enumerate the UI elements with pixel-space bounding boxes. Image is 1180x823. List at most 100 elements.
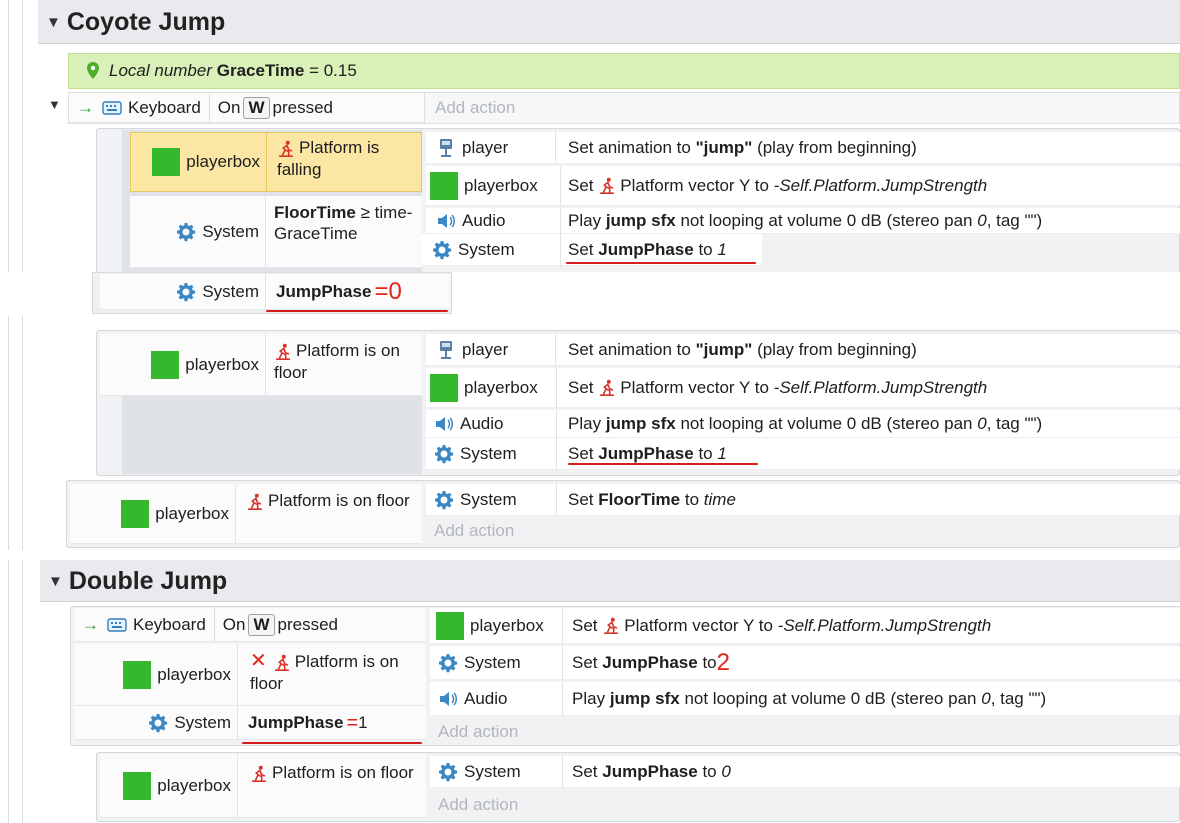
action-text: Set animation to: [568, 340, 691, 359]
keyboard-icon: [107, 617, 127, 632]
action-set-platform-vector[interactable]: playerbox Set Platform vector Y to -Self…: [426, 166, 1180, 206]
action-text: to: [702, 762, 717, 781]
condition-platform-on-floor[interactable]: playerbox Platform is on floor: [70, 484, 422, 544]
action-play-sound[interactable]: Audio Play jump sfx not looping at volum…: [426, 208, 1180, 234]
action-set-platform-vector[interactable]: playerbox Set Platform vector Y to -Self…: [430, 608, 1180, 644]
platformer-runner-icon: [247, 493, 263, 510]
local-variable-row[interactable]: Local number GraceTime = 0.15: [68, 53, 1180, 89]
gear-icon: [433, 241, 452, 260]
object-audio: Audio: [460, 414, 504, 433]
object-player: player: [462, 138, 509, 157]
gear-icon: [177, 223, 196, 242]
collapse-triangle-icon[interactable]: ▼: [46, 13, 61, 31]
value: 1: [717, 444, 727, 463]
condition-platform-falling[interactable]: playerbox Platform is falling: [130, 132, 422, 192]
condition-text: Platform is on floor: [268, 491, 410, 510]
action-text: Set animation to: [568, 138, 691, 157]
object-system: System: [202, 222, 259, 241]
condition-floortime[interactable]: System FloorTime ≥ time-GraceTime: [130, 196, 422, 268]
action-text: to: [702, 653, 717, 672]
action-text: to: [684, 490, 700, 509]
action-set-animation[interactable]: player Set animation to "jump" (play fro…: [426, 132, 1180, 164]
condition-platform-on-floor[interactable]: playerbox Platform is on floor: [100, 754, 426, 818]
key-w-badge: W: [248, 613, 275, 636]
platformer-runner-icon: [278, 140, 294, 157]
object-player: player: [462, 340, 509, 359]
add-action-link[interactable]: Add action: [438, 722, 519, 741]
event-keyboard-w[interactable]: → Keyboard On W pressed Add action: [68, 92, 1180, 124]
condition-keyboard-pressed[interactable]: → Keyboard On W pressed: [74, 607, 426, 642]
collapse-triangle-icon[interactable]: ▼: [48, 97, 61, 112]
playerbox-swatch-icon: [430, 172, 458, 200]
variable-jumpphase: JumpPhase: [248, 713, 344, 732]
action-text: Set: [572, 653, 598, 672]
handwritten-annotation: =: [346, 712, 359, 734]
pan-value: 0: [977, 211, 987, 230]
action-set-animation[interactable]: player Set animation to "jump" (play fro…: [426, 334, 1180, 366]
sound-name: jump sfx: [605, 211, 676, 230]
action-set-jumpphase[interactable]: System Set JumpPhase to 1: [422, 234, 762, 266]
action-text: Set: [572, 762, 598, 781]
condition-jumpphase-zero[interactable]: System JumpPhase =0: [100, 274, 450, 310]
condition-platform-on-floor[interactable]: playerbox Platform is on floor: [100, 334, 422, 396]
platformer-runner-icon: [604, 617, 619, 635]
variable-jumpphase: JumpPhase: [598, 444, 694, 463]
variable-floortime: FloorTime: [598, 490, 681, 509]
condition-jumpphase-one[interactable]: System JumpPhase = 1: [74, 706, 426, 740]
value: 1: [717, 240, 727, 259]
playerbox-swatch-icon: [152, 148, 181, 176]
sprite-icon: [440, 139, 452, 157]
separator: [0, 550, 1180, 560]
action-set-platform-vector[interactable]: playerbox Set Platform vector Y to -Self…: [426, 368, 1180, 408]
collapse-triangle-icon[interactable]: ▼: [48, 572, 63, 590]
action-text: not looping at volume 0 dB (stereo pan: [680, 211, 973, 230]
object-playerbox: playerbox: [185, 355, 259, 374]
group-title: Double Jump: [68, 566, 228, 595]
group-header-double-jump[interactable]: ▼ Double Jump: [40, 560, 1180, 602]
red-underline-annotation: [242, 742, 422, 744]
local-var-prefix: Local number: [109, 61, 213, 80]
gear-icon: [439, 763, 458, 782]
platformer-runner-icon: [274, 654, 289, 671]
action-play-sound[interactable]: Audio Play jump sfx not looping at volum…: [426, 410, 1180, 438]
object-system: System: [202, 282, 259, 301]
speaker-icon: [438, 214, 455, 228]
expression: -Self.Platform.JumpStrength: [773, 378, 988, 397]
object-system: System: [460, 444, 517, 463]
add-action-link[interactable]: Add action: [438, 795, 519, 814]
action-set-jumpphase[interactable]: System Set JumpPhase to 1: [426, 438, 1180, 470]
action-text: not looping at volume 0 dB (stereo pan: [680, 414, 973, 433]
add-action-link[interactable]: Add action: [434, 521, 515, 540]
condition-keyboard-pressed[interactable]: → Keyboard On W pressed: [69, 92, 425, 123]
action-set-floortime[interactable]: System Set FloorTime to time: [426, 484, 1180, 516]
group-header-coyote-jump[interactable]: ▼ Coyote Jump: [38, 0, 1180, 44]
pan-value: 0: [981, 689, 991, 708]
gear-icon: [439, 654, 458, 673]
location-pin-icon: [87, 62, 99, 79]
action-text: Platform vector Y to: [620, 176, 769, 195]
pan-value: 0: [977, 414, 987, 433]
animation-name: "jump": [695, 138, 753, 157]
add-action-link[interactable]: Add action: [435, 98, 516, 117]
sound-name: jump sfx: [609, 689, 680, 708]
playerbox-swatch-icon: [430, 374, 458, 402]
local-var-value: = 0.15: [309, 61, 357, 80]
group-title: Coyote Jump: [66, 7, 226, 36]
object-playerbox: playerbox: [186, 152, 260, 171]
pressed-label: pressed: [277, 614, 338, 634]
action-reset-jumpphase[interactable]: System Set JumpPhase to 0: [430, 756, 1180, 788]
object-keyboard: Keyboard: [128, 97, 201, 117]
condition-text: ≥ time-GraceTime: [274, 203, 413, 243]
action-text: (play from beginning): [757, 138, 917, 157]
action-text: , tag ""): [990, 689, 1047, 708]
gear-icon: [435, 445, 454, 464]
action-text: Set: [568, 240, 594, 259]
action-play-sound[interactable]: Audio Play jump sfx not looping at volum…: [430, 682, 1180, 716]
object-audio: Audio: [464, 689, 508, 708]
expression: -Self.Platform.JumpStrength: [777, 616, 992, 635]
condition-not-on-floor[interactable]: playerbox ✕Platform is on floor: [74, 644, 426, 706]
action-text: not looping at volume 0 dB (stereo pan: [684, 689, 977, 708]
condition-text: Platform is falling: [277, 138, 380, 179]
platformer-runner-icon: [600, 177, 615, 195]
